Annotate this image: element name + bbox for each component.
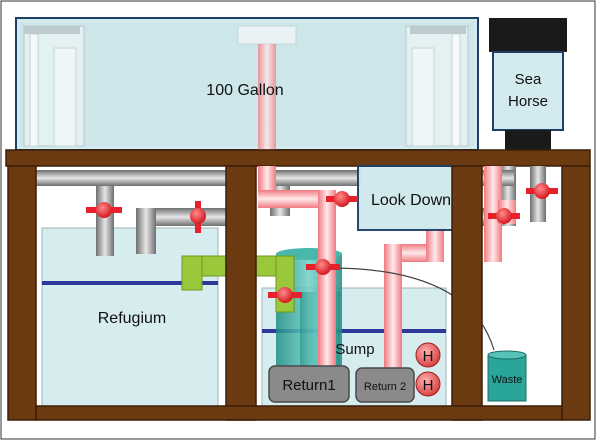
return1-pump (268, 365, 350, 403)
heater-icon (415, 342, 441, 368)
stand-frame (7, 165, 591, 421)
return1-label: Return1 (282, 377, 335, 394)
sea-horse-label-line1: Sea (515, 71, 542, 88)
valve-icon (306, 259, 340, 275)
heater-label-top: H (423, 348, 434, 365)
sump-label: Sump (335, 341, 374, 358)
waste-container (487, 350, 527, 402)
main-tank-label: 100 Gallon (206, 82, 283, 99)
heater-icon (415, 371, 441, 397)
return2-pump (355, 367, 415, 403)
main-tank (15, 17, 479, 151)
waste-line (335, 267, 495, 351)
valves (86, 183, 558, 303)
sea-horse-label-line2: Horse (508, 93, 548, 110)
heater-label-bottom: H (423, 377, 434, 394)
valve-icon (190, 201, 206, 233)
sea-horse-tank (489, 18, 567, 152)
return2-label: Return 2 (364, 381, 406, 393)
waste-label: Waste (492, 374, 523, 386)
valve-icon (326, 191, 358, 207)
valve-icon (268, 287, 302, 303)
return-pipes (258, 166, 516, 368)
stand-top (5, 149, 591, 167)
look-down-label: Look Down (371, 192, 451, 209)
valve-icon (488, 208, 520, 224)
refugium-label: Refugium (98, 310, 166, 327)
valve-icon (86, 202, 122, 218)
look-down-tank (357, 165, 465, 231)
valve-icon (526, 183, 558, 199)
